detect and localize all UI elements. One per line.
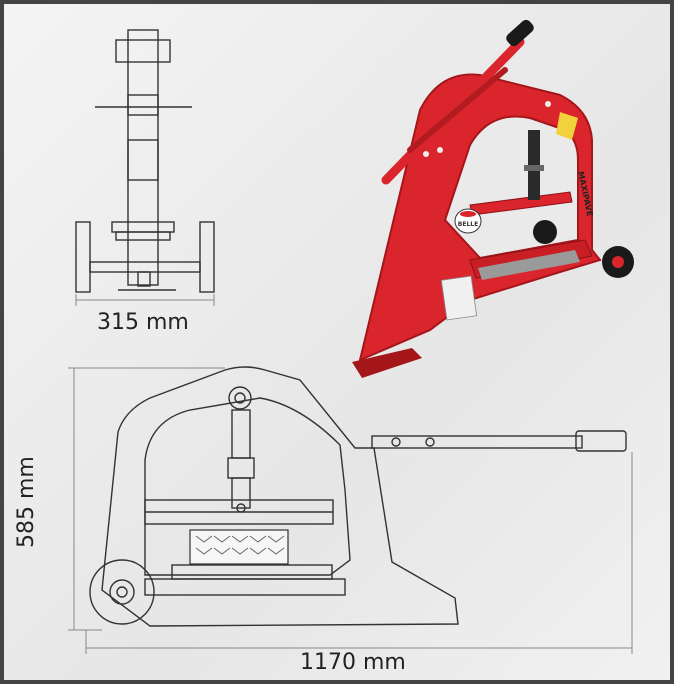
warning-label xyxy=(556,112,578,140)
side-view-drawing xyxy=(89,366,627,627)
side-view-handle-grip xyxy=(575,430,627,452)
side-view-outer-frame xyxy=(101,366,459,627)
front-view-axle xyxy=(89,261,201,273)
front-width-label: 315 mm xyxy=(97,310,189,335)
side-view-cutting-block xyxy=(189,529,289,565)
side-view-wheel xyxy=(89,559,155,625)
machine-cutting-block xyxy=(478,250,580,280)
machine-base-foot xyxy=(352,348,422,378)
side-length-label: 1170 mm xyxy=(300,650,406,675)
front-view-left-wheel xyxy=(75,221,91,293)
brand-badge-text: BELLE xyxy=(458,221,478,228)
machine-photo xyxy=(352,19,634,378)
front-width-dimension xyxy=(75,294,215,306)
side-view-lower-table xyxy=(171,564,333,580)
machine-info-plate xyxy=(440,275,478,321)
side-view-handle xyxy=(371,435,583,449)
front-view-column xyxy=(127,29,159,286)
side-view-screw-upper xyxy=(231,409,251,459)
machine-front-wheel xyxy=(533,220,557,244)
front-view-top-clamp xyxy=(115,39,171,63)
side-view-pivot xyxy=(228,386,252,410)
front-view-mid-block xyxy=(127,139,159,181)
side-height-dimension xyxy=(68,367,225,631)
front-view-drawing xyxy=(75,29,215,293)
handle-grip xyxy=(506,19,534,47)
side-height-label: 585 mm xyxy=(14,456,39,548)
side-view-inner-opening xyxy=(144,397,351,576)
front-view-right-wheel xyxy=(199,221,215,293)
side-length-dimension xyxy=(85,452,633,654)
